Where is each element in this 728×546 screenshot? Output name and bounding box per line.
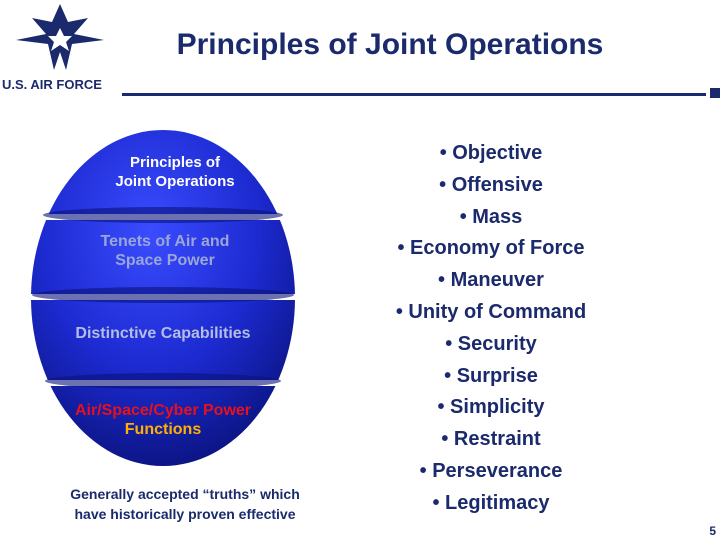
principle-item: • Simplicity [437, 396, 545, 419]
air-force-logo-icon [16, 4, 104, 70]
layered-sphere-diagram [31, 130, 295, 466]
title-divider [122, 93, 706, 96]
title-divider-cap [710, 88, 720, 98]
sphere-label-capabilities: Distinctive Capabilities [75, 325, 251, 342]
sphere-band-1 [48, 130, 278, 214]
principle-item: • Restraint [441, 428, 541, 451]
principle-item: • Maneuver [438, 269, 544, 292]
sphere-band-3 [31, 300, 295, 380]
principle-item: • Objective [439, 142, 543, 164]
principle-item: • Economy of Force [397, 237, 585, 260]
principle-item: • Perseverance [419, 459, 563, 482]
principle-item: • Offensive [439, 173, 543, 196]
principle-item: • Unity of Command [395, 300, 587, 323]
page-number: 5 [709, 524, 716, 538]
principle-item: • Security [445, 332, 537, 355]
sphere-band-2 [31, 220, 295, 294]
logo-wordmark: U.S. AIR FORCE [2, 77, 102, 92]
principle-item: • Surprise [444, 364, 538, 387]
principle-item: • Legitimacy [432, 491, 550, 514]
principle-item: • Mass [459, 205, 523, 228]
sphere-band-4 [50, 386, 276, 466]
slide-title: Principles of Joint Operations [176, 28, 604, 61]
principles-list: • Objective • Offensive • Mass • Economy… [352, 138, 630, 520]
